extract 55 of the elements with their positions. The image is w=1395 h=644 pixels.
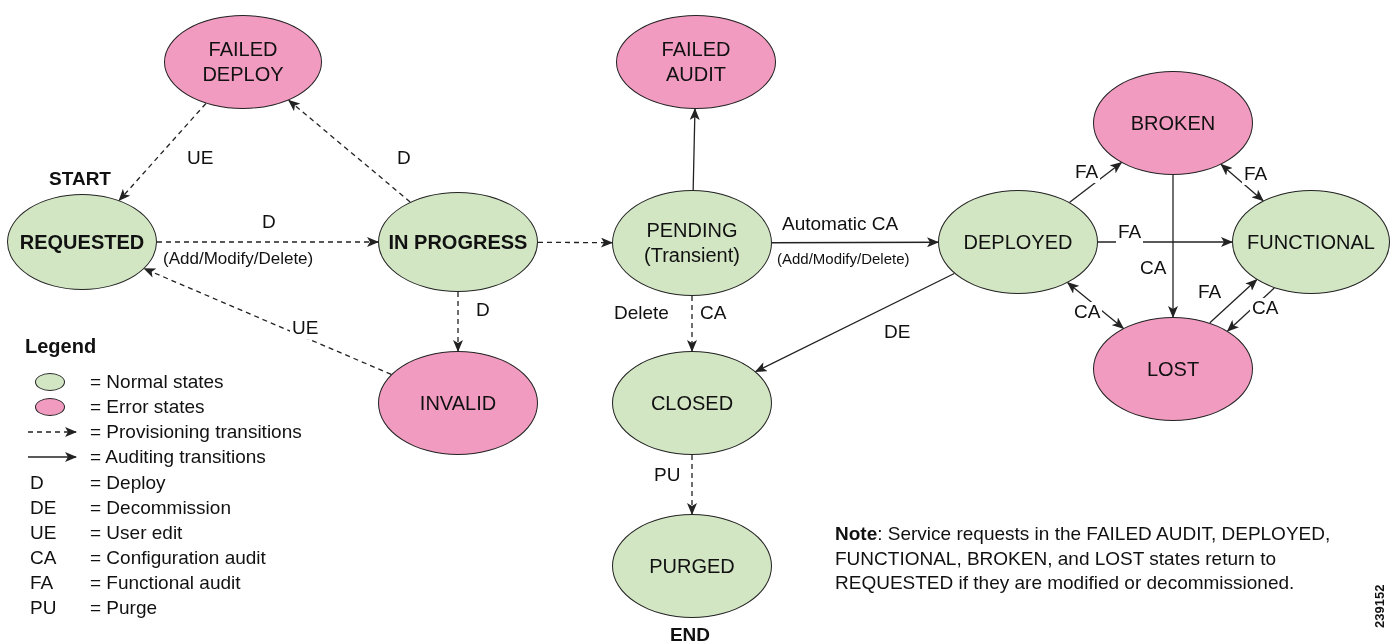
legend-text: = Auditing transitions <box>90 446 266 468</box>
transition-arrow <box>156 237 379 247</box>
transition-arrow <box>288 99 411 203</box>
transition-arrow <box>118 102 207 202</box>
edge-label: FA <box>1073 162 1101 183</box>
transition-arrow <box>1168 174 1178 318</box>
state-name: CLOSED <box>649 390 735 416</box>
definition: = Functional audit <box>90 572 241 594</box>
state-name: FUNCTIONAL <box>1246 229 1376 255</box>
transition-arrow <box>771 237 939 248</box>
state-name: PENDING (Transient) <box>643 218 741 268</box>
definition: = Purge <box>90 597 158 619</box>
state-name: REQUESTED <box>18 229 146 255</box>
state-caption: END <box>669 624 711 644</box>
transition-arrow <box>1220 163 1264 202</box>
transition-arrow <box>687 295 697 352</box>
transition-detail: (Add/Modify/Delete) <box>161 250 316 269</box>
state-name: FAILED AUDIT <box>660 37 732 87</box>
transition-arrow <box>1209 279 1258 324</box>
abbreviation: DE <box>30 497 57 519</box>
abbreviation: FA <box>30 572 54 594</box>
abbreviation: PU <box>30 597 57 619</box>
state-name: LOST <box>1145 356 1201 382</box>
definition: = Configuration audit <box>90 547 266 569</box>
abbreviation: UE <box>30 522 57 544</box>
edge-label: FA <box>1116 222 1144 243</box>
state-caption: START <box>49 168 111 190</box>
edge-label: FA <box>1242 164 1270 185</box>
transition-arrow <box>689 108 700 191</box>
transition-arrow <box>537 237 613 248</box>
abbreviation: CA <box>30 547 57 569</box>
state-name: BROKEN <box>1129 110 1217 136</box>
transition-arrow <box>687 454 697 515</box>
definition: = Deploy <box>90 472 166 494</box>
definition: = User edit <box>90 522 183 544</box>
state-name: INVALID <box>418 390 498 416</box>
transition-arrow <box>1069 162 1123 203</box>
transition-arrow <box>754 272 955 373</box>
state-name: PURGED <box>648 553 736 579</box>
transition-arrow <box>453 291 463 352</box>
legend-text: = Provisioning transitions <box>90 421 302 443</box>
state-name: FAILED DEPLOY <box>201 37 285 87</box>
abbreviation: D <box>30 472 44 494</box>
state-name: DEPLOYED <box>962 229 1074 255</box>
edge-label: UE <box>290 318 321 339</box>
legend-title: Legend <box>25 335 97 358</box>
definition: = Decommission <box>90 497 231 519</box>
transition-arrow <box>143 268 392 376</box>
transition-arrow <box>1066 282 1125 329</box>
legend-text: = Normal states <box>90 371 224 393</box>
legend-text: = Error states <box>90 396 205 418</box>
figure-number: 239152 <box>1372 584 1387 628</box>
state-name: IN PROGRESS <box>387 229 529 255</box>
note-text: Note: Service requests in the FAILED AUDIT, DEPLOYED, FUNCTIONAL, BROKEN, and LOST states return to REQUESTED if they are modified or decommissioned. <box>835 522 1332 596</box>
transition-detail: (Add/Modify/Delete) <box>775 251 912 268</box>
